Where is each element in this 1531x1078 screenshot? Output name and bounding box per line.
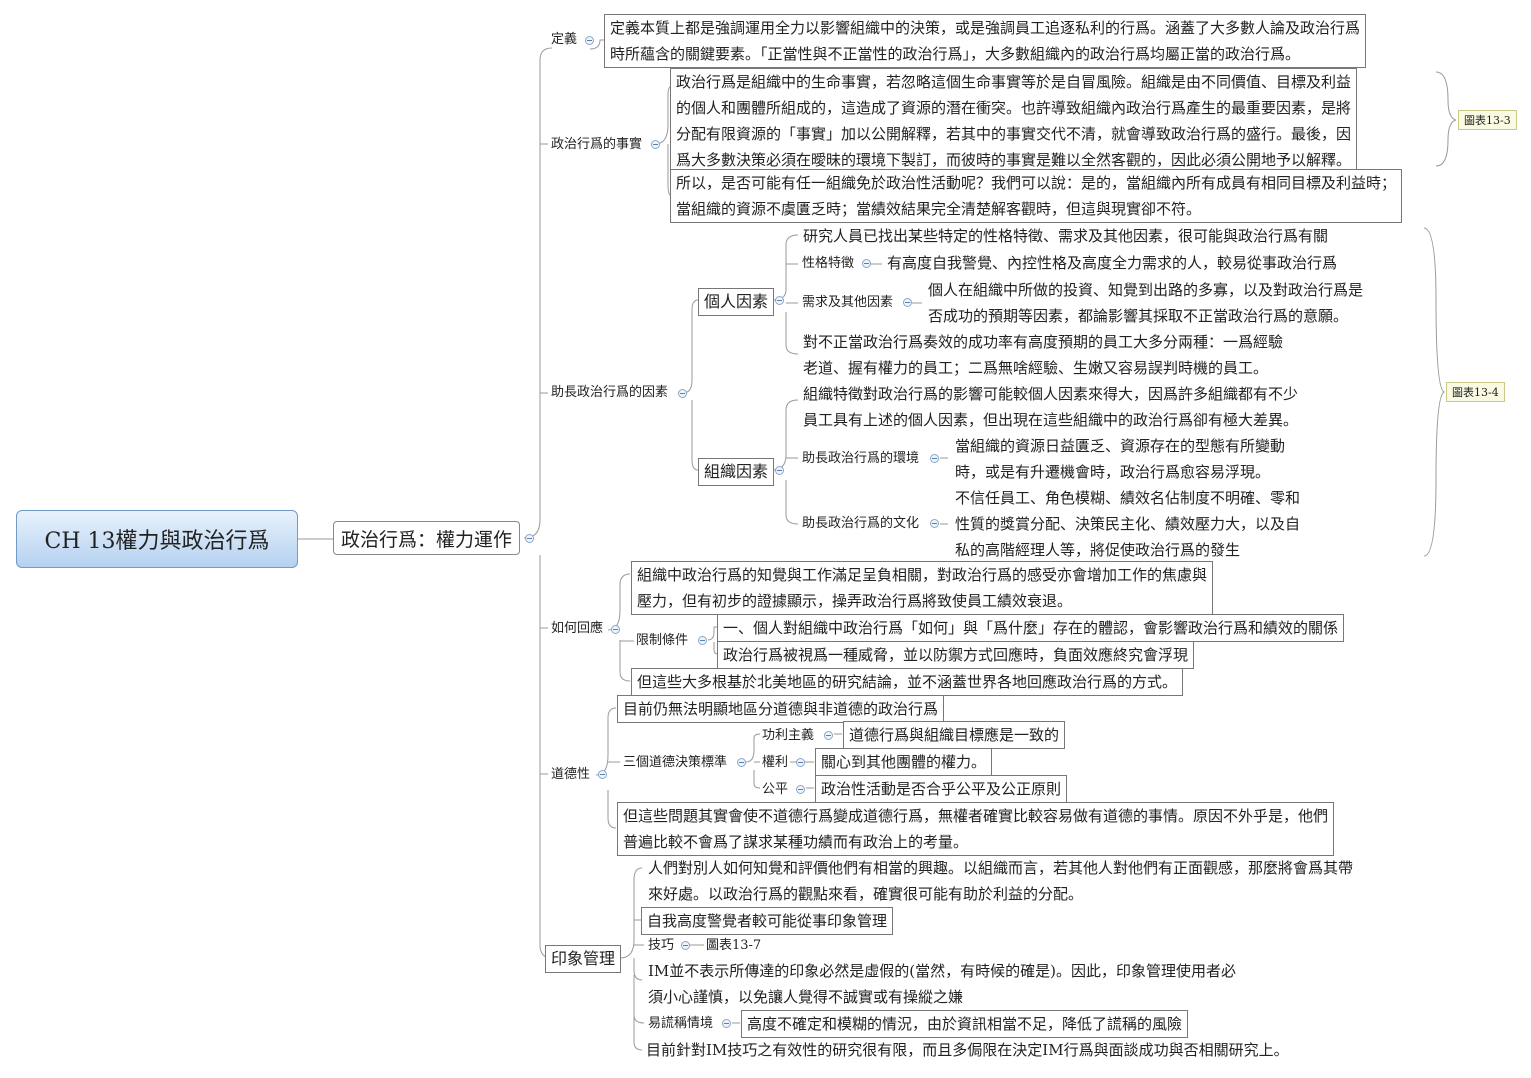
rights-label[interactable]: 權利 (762, 755, 789, 770)
branch-facts[interactable]: 政治行爲的事實 (551, 137, 643, 152)
ethics-intro: 目前仍無法明顯地區分道德與非道德的政治行爲 (617, 695, 945, 723)
limit-label[interactable]: 限制條件 (636, 633, 689, 648)
branch-definition[interactable]: 定義 (551, 32, 578, 47)
facts-text: 政治行爲是組織中的生命事實，若忽略這個生命事實等於是自冒風險。組織是由不同價值、… (670, 68, 1358, 174)
environment-text: 當組織的資源日益匱乏、資源存在的型態有所變動 時，或是有升遷機會時，政治行爲愈容… (955, 437, 1286, 481)
culture-text: 不信任員工、角色模糊、績效名佔制度不明確、零和 性質的獎賞分配、決策民主化、績效… (955, 489, 1301, 559)
collapse-icon[interactable] (525, 534, 534, 543)
root-topic[interactable]: CH 13權力與政治行爲 (16, 510, 298, 568)
collapse-icon[interactable] (698, 636, 707, 645)
rights-text: 關心到其他團體的權力。 (815, 748, 993, 776)
collapse-icon[interactable] (681, 941, 690, 950)
need-text: 個人在組織中所做的投資、知覺到出路的多寡，以及對政治行爲是 否成功的預期等因素，… (928, 281, 1364, 325)
environment-label[interactable]: 助長政治行爲的環境 (802, 451, 920, 466)
im-caution: IM並不表示所傳達的印象必然是虛假的(當然，有時候的確是)。因此，印象管理使用者… (648, 962, 1236, 1006)
im-research: 目前針對IM技巧之有效性的研究很有限，而且多侷限在決定IM行爲與面談成功與否相關… (646, 1041, 1289, 1059)
collapse-icon[interactable] (775, 296, 784, 305)
figure-13-3-label[interactable]: 圖表13-3 (1458, 110, 1517, 130)
collapse-icon[interactable] (930, 454, 939, 463)
main-title: 政治行爲：權力運作 (341, 528, 513, 551)
im-self-monitor: 自我高度警覺者較可能從事印象管理 (641, 907, 894, 935)
branch-factors[interactable]: 助長政治行爲的因素 (551, 385, 669, 400)
im-intro: 人們對別人如何知覺和評價他們有相當的興趣。以組織而言，若其他人對他們有正面觀感，… (648, 859, 1354, 903)
collapse-icon[interactable] (651, 140, 660, 149)
branch-respond[interactable]: 如何回應 (551, 621, 604, 636)
culture-label[interactable]: 助長政治行爲的文化 (802, 516, 920, 531)
personal-factors[interactable]: 個人因素 (698, 288, 775, 316)
expectation-text: 對不正當政治行爲奏效的成功率有高度預期的員工大多分兩種：一爲經驗 老道、握有權力… (803, 333, 1284, 377)
justice-text: 政治性活動是否合乎公平及公正原則 (815, 775, 1068, 803)
branch-impression-management[interactable]: 印象管理 (545, 945, 622, 973)
definition-text: 定義本質上都是強調運用全力以影響組織中的決策，或是強調員工追逐私利的行爲。涵蓋了… (604, 14, 1367, 68)
collapse-icon[interactable] (775, 466, 784, 475)
respond-note: 但這些大多根基於北美地區的研究結論，並不涵蓋世界各地回應政治行爲的方式。 (631, 668, 1184, 696)
collapse-icon[interactable] (585, 36, 594, 45)
ethics-conclusion: 但這些問題其實會使不道德行爲變成道德行爲，無權者確實比較容易做有道德的事情。原因… (617, 802, 1335, 856)
trait-text: 有高度自我警覺、內控性格及高度全力需求的人，較易從事政治行爲 (887, 254, 1338, 272)
collapse-icon[interactable] (678, 389, 687, 398)
root-title: CH 13權力與政治行爲 (44, 529, 270, 554)
figure-13-7-label[interactable]: 圖表13-7 (706, 938, 762, 953)
limit-1: 一、個人對組織中政治行爲「如何」與「爲什麼」存在的體認，會影響政治行爲和績效的關… (717, 614, 1345, 642)
utilitarian-label[interactable]: 功利主義 (762, 728, 815, 743)
collapse-icon[interactable] (611, 625, 620, 634)
collapse-icon[interactable] (796, 758, 805, 767)
lie-label[interactable]: 易謊稱情境 (648, 1016, 714, 1031)
collapse-icon[interactable] (903, 298, 912, 307)
collapse-icon[interactable] (722, 1019, 731, 1028)
collapse-icon[interactable] (796, 785, 805, 794)
main-topic[interactable]: 政治行爲：權力運作 (333, 521, 521, 555)
collapse-icon[interactable] (930, 519, 939, 528)
trait-label[interactable]: 性格特徵 (802, 256, 855, 271)
criteria-label[interactable]: 三個道德決策標準 (623, 755, 728, 770)
collapse-icon[interactable] (598, 770, 607, 779)
respond-text: 組織中政治行爲的知覺與工作滿足呈負相關，對政治行爲的感受亦會增加工作的焦慮與 壓… (631, 561, 1214, 615)
technique-label[interactable]: 技巧 (648, 938, 675, 953)
limit-2: 政治行爲被視爲一種威脅，並以防禦方式回應時，負面效應終究會浮現 (717, 641, 1195, 669)
need-label[interactable]: 需求及其他因素 (802, 295, 894, 310)
facts-conclusion: 所以，是否可能有任一組織免於政治性活動呢？我們可以說：是的，當組織內所有成員有相… (670, 169, 1403, 223)
collapse-icon[interactable] (862, 259, 871, 268)
justice-label[interactable]: 公平 (762, 782, 789, 797)
utilitarian-text: 道德行爲與組織目標應是一致的 (843, 721, 1066, 749)
org-intro: 組織特徵對政治行爲的影響可能較個人因素來得大，因爲許多組織都有不少 員工具有上述… (803, 385, 1299, 429)
lie-text: 高度不確定和模糊的情況，由於資訊相當不足，降低了謊稱的風險 (741, 1010, 1189, 1038)
personal-intro: 研究人員已找出某些特定的性格特徵、需求及其他因素，很可能與政治行爲有關 (803, 227, 1329, 245)
collapse-icon[interactable] (824, 731, 833, 740)
figure-13-4-label[interactable]: 圖表13-4 (1446, 382, 1505, 402)
branch-ethics[interactable]: 道德性 (551, 767, 591, 782)
collapse-icon[interactable] (737, 758, 746, 767)
org-factors[interactable]: 組織因素 (698, 458, 775, 486)
